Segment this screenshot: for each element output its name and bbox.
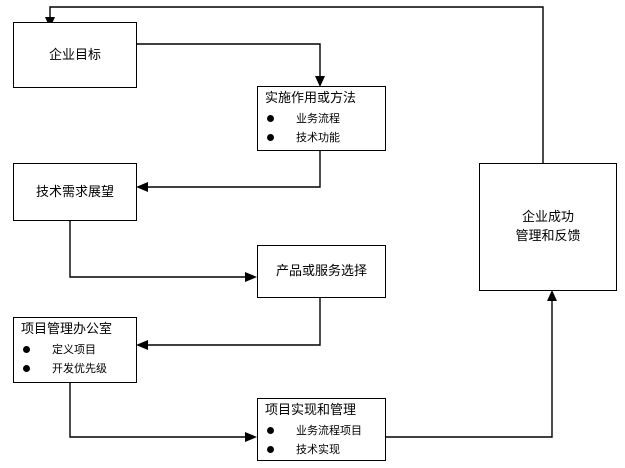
edge-pmo-to-implementation	[69, 383, 257, 442]
node-pmo[interactable]: 项目管理办公室 定义项目 开发优先级	[13, 317, 137, 383]
edge-method-to-outlook	[136, 150, 321, 192]
node-tech-demand-outlook-label: 技术需求展望	[35, 184, 114, 200]
bullet-dot-icon	[267, 446, 274, 453]
node-implementation-method-label: 实施作用或方法	[265, 91, 357, 106]
node-pmo-bullets: 定义项目 开发优先级	[21, 340, 136, 378]
list-item: 技术实现	[265, 440, 385, 459]
bullet-dot-icon	[267, 115, 274, 122]
node-pmo-label: 项目管理办公室	[21, 322, 113, 337]
node-tech-demand-outlook[interactable]: 技术需求展望	[13, 163, 137, 221]
node-enterprise-goal-label: 企业目标	[48, 47, 101, 63]
node-enterprise-success-label: 企业成功 管理和反馈	[515, 208, 580, 246]
edge-product-to-pmo	[136, 297, 321, 350]
node-project-implementation[interactable]: 项目实现和管理 业务流程项目 技术实现	[257, 398, 386, 461]
edge-goal-to-method	[136, 43, 325, 87]
node-project-implementation-bullets: 业务流程项目 技术实现	[265, 421, 385, 459]
bullet-dot-icon	[23, 365, 30, 372]
bullet-dot-icon	[23, 346, 30, 353]
node-enterprise-goal[interactable]: 企业目标	[13, 22, 137, 88]
node-project-implementation-label: 项目实现和管理	[265, 403, 357, 418]
node-enterprise-success-line2: 管理和反馈	[515, 229, 581, 244]
node-enterprise-success-line1: 企业成功	[521, 210, 574, 225]
node-product-service-selection-label: 产品或服务选择	[275, 264, 367, 279]
node-enterprise-success[interactable]: 企业成功 管理和反馈	[479, 163, 617, 291]
list-item: 技术功能	[265, 128, 385, 147]
node-implementation-method-bullets: 业务流程 技术功能	[265, 109, 385, 147]
bullet-dot-icon	[267, 427, 274, 434]
edge-implementation-to-success	[385, 290, 557, 438]
edge-outlook-to-product	[69, 220, 257, 282]
bullet-dot-icon	[267, 134, 274, 141]
node-product-service-selection[interactable]: 产品或服务选择	[257, 245, 386, 298]
list-item: 定义项目	[21, 340, 136, 359]
node-implementation-method[interactable]: 实施作用或方法 业务流程 技术功能	[257, 86, 386, 151]
list-item: 业务流程项目	[265, 421, 385, 440]
list-item: 开发优先级	[21, 359, 136, 378]
list-item: 业务流程	[265, 109, 385, 128]
